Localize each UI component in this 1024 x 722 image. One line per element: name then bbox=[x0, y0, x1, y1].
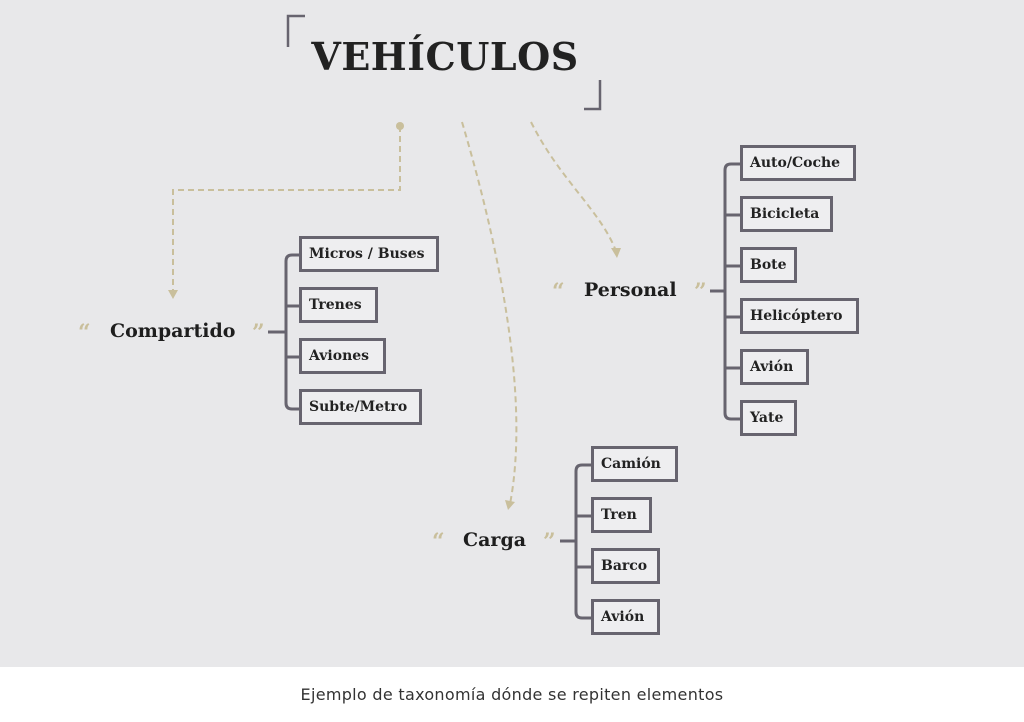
node-bote: Bote bbox=[740, 247, 797, 283]
connector-to-carga bbox=[461, 121, 518, 505]
category-label-personal: Personal bbox=[584, 279, 677, 301]
diagram-title: VEHÍCULOS bbox=[311, 34, 579, 79]
quote-open-compartido: “ bbox=[78, 320, 91, 346]
node-avion-carga: Avión bbox=[591, 599, 660, 635]
node-subte-metro: Subte/Metro bbox=[299, 389, 422, 425]
category-label-compartido: Compartido bbox=[110, 320, 236, 342]
quote-close-personal: ” bbox=[694, 279, 707, 305]
connector-to-personal bbox=[530, 121, 617, 252]
quote-open-carga: “ bbox=[432, 529, 445, 555]
figure-caption: Ejemplo de taxonomía dónde se repiten el… bbox=[0, 667, 1024, 722]
node-avion-personal: Avión bbox=[740, 349, 809, 385]
node-trenes: Trenes bbox=[299, 287, 378, 323]
connector-layer bbox=[168, 14, 741, 620]
bracket-carga bbox=[560, 463, 592, 620]
node-helicoptero: Helicóptero bbox=[740, 298, 859, 334]
node-barco: Barco bbox=[591, 548, 660, 584]
bracket-personal bbox=[710, 162, 741, 421]
connector-to-compartido bbox=[172, 126, 401, 292]
node-micros-buses: Micros / Buses bbox=[299, 236, 439, 272]
quote-close-compartido: ” bbox=[252, 320, 265, 346]
category-label-carga: Carga bbox=[463, 529, 527, 551]
node-aviones: Aviones bbox=[299, 338, 386, 374]
bracket-compartido bbox=[268, 253, 300, 411]
node-auto-coche: Auto/Coche bbox=[740, 145, 856, 181]
node-camion: Camión bbox=[591, 446, 678, 482]
node-bicicleta: Bicicleta bbox=[740, 196, 833, 232]
quote-close-carga: ” bbox=[543, 529, 556, 555]
quote-open-personal: “ bbox=[552, 279, 565, 305]
title-bracket-bottom-right bbox=[584, 80, 602, 111]
arrowhead-carga bbox=[505, 500, 515, 510]
node-yate: Yate bbox=[740, 400, 797, 436]
diagram-canvas: VEHÍCULOS “ Compartido ” Micros / Buses … bbox=[0, 0, 1024, 667]
arrowhead-personal bbox=[611, 248, 621, 258]
arrowhead-compartido bbox=[168, 290, 178, 299]
node-tren: Tren bbox=[591, 497, 652, 533]
title-bracket-top-left bbox=[286, 14, 305, 47]
